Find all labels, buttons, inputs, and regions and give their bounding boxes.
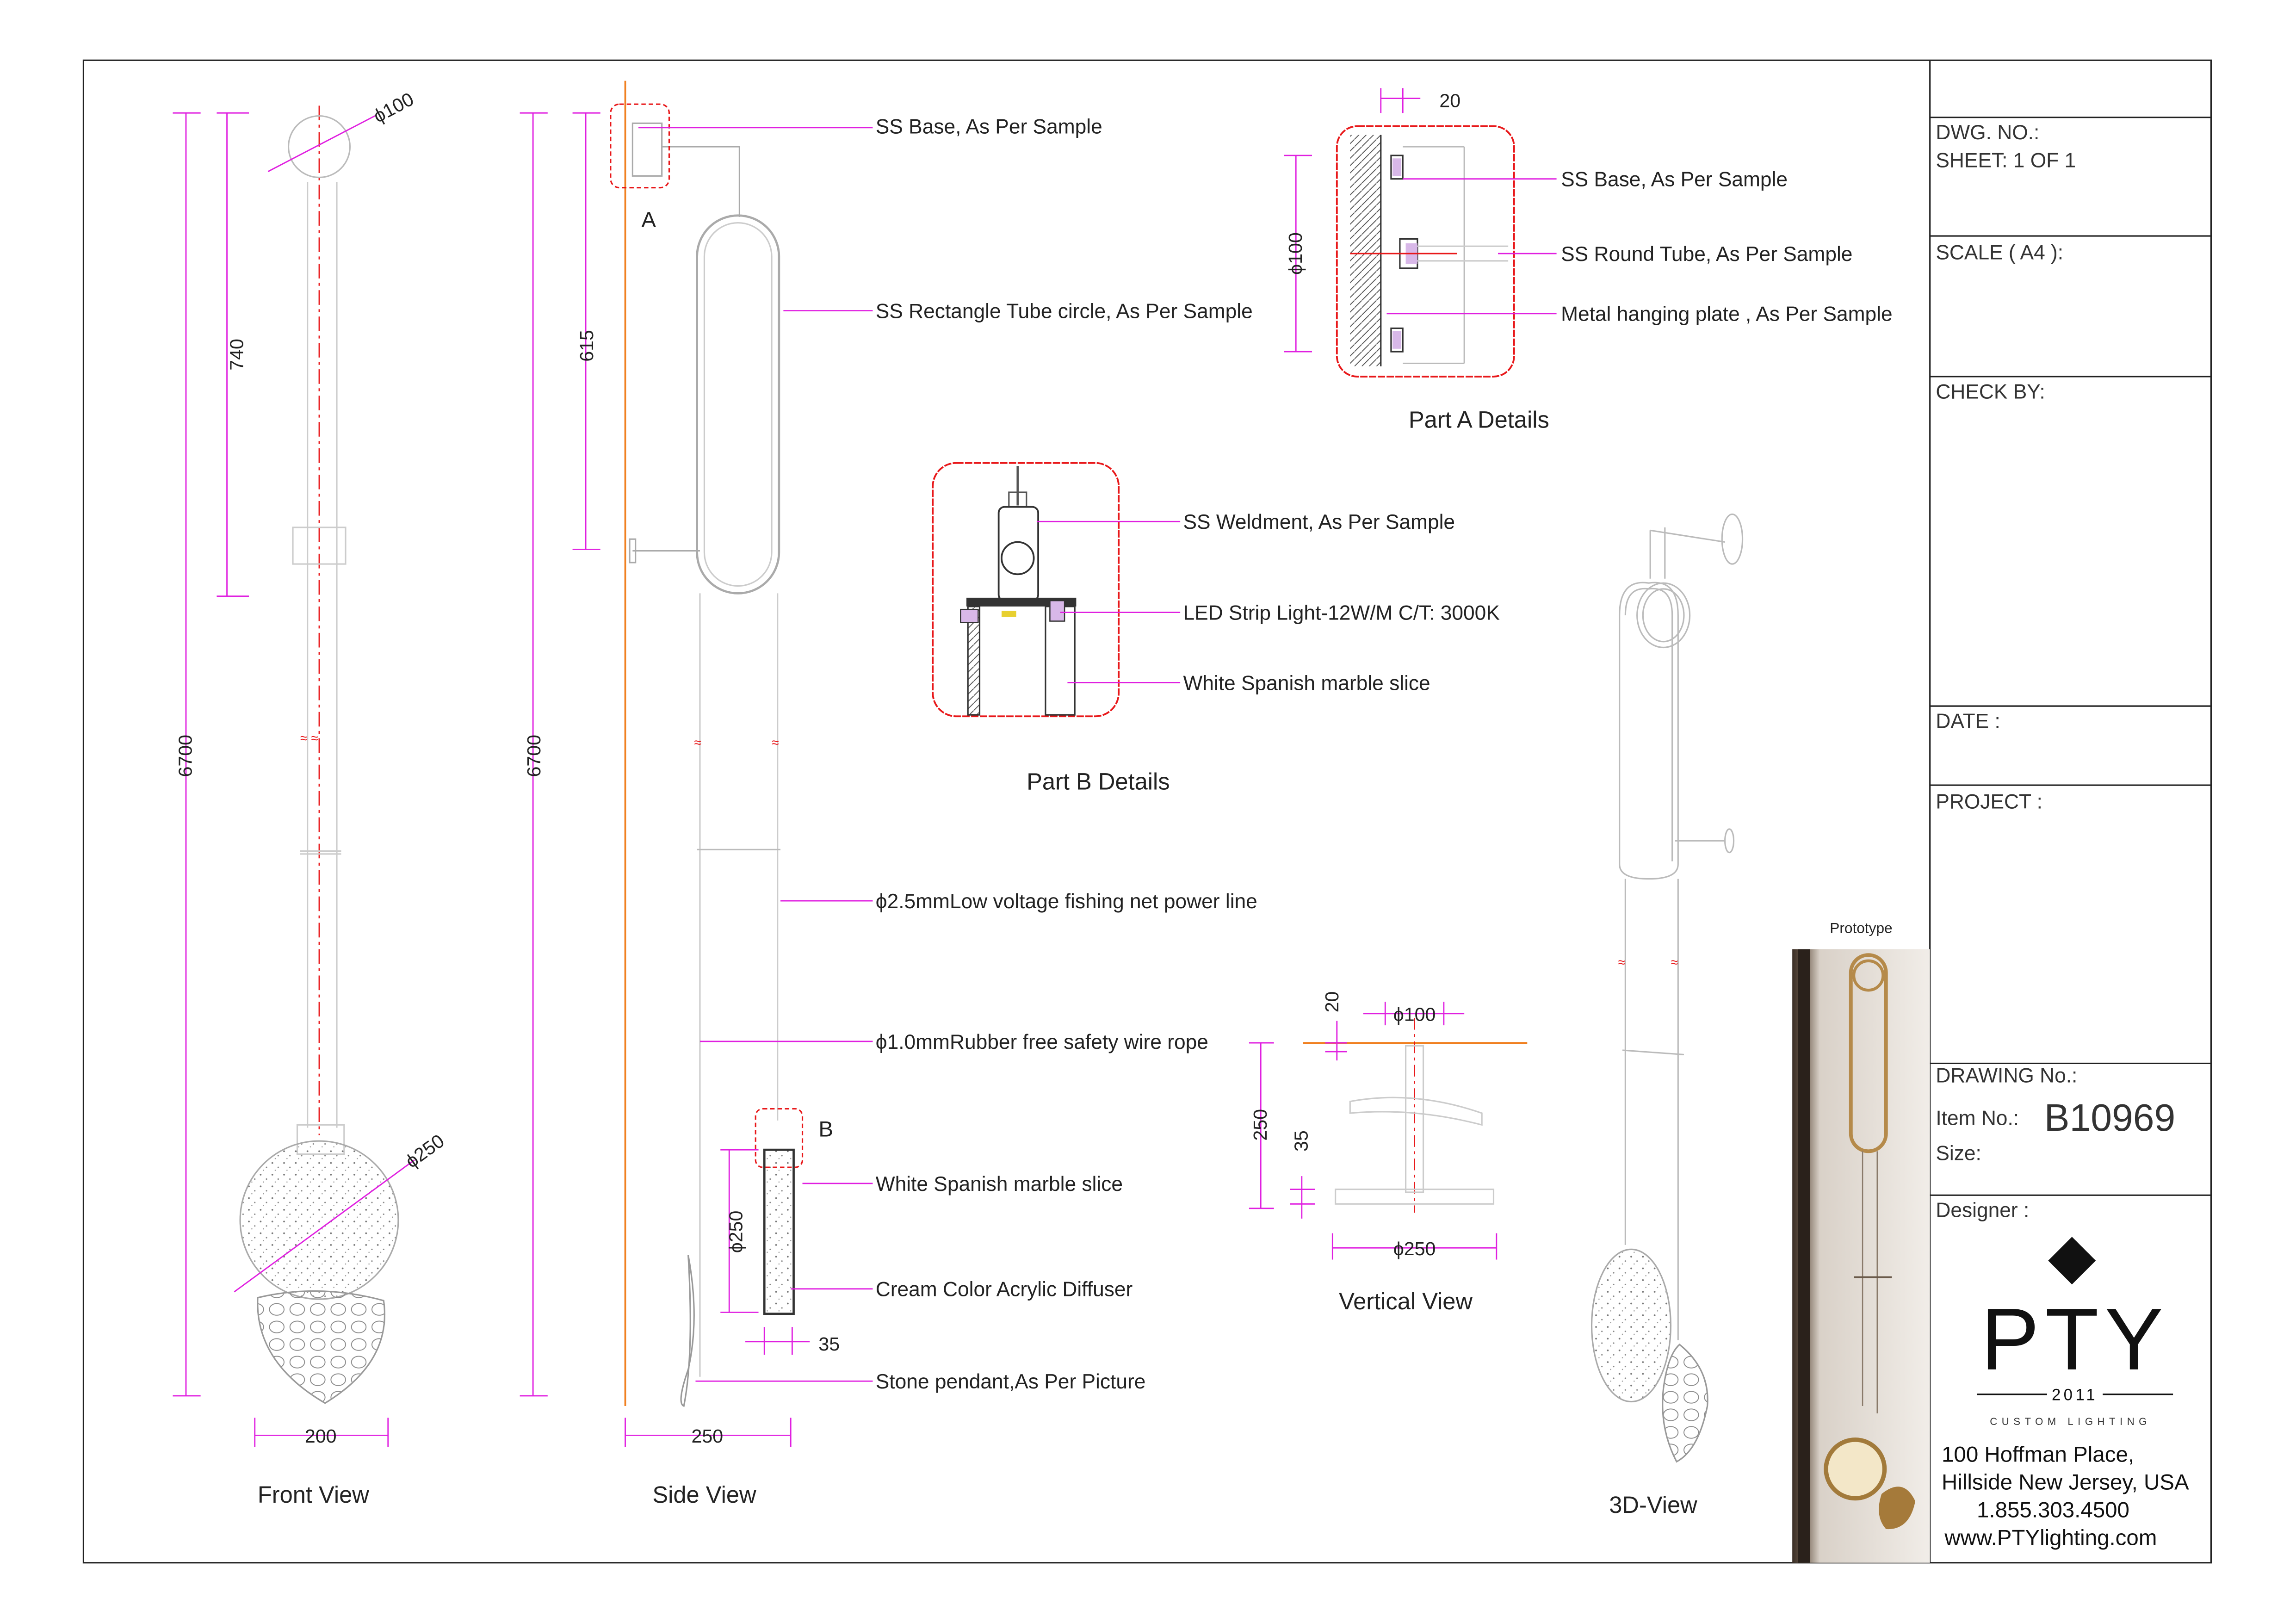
dim-side-dia-250: ϕ250 bbox=[725, 1211, 747, 1253]
svg-text:≈: ≈ bbox=[1671, 955, 1678, 970]
brand-phone: 1.855.303.4500 bbox=[1977, 1498, 2129, 1523]
tb-item-no-label: Item No.: bbox=[1936, 1107, 2019, 1129]
svg-text:≈: ≈ bbox=[772, 736, 779, 750]
dim-front-740: 740 bbox=[226, 339, 247, 371]
tb-dwg-no: DWG. NO.: bbox=[1936, 121, 2039, 144]
brand-year: 2011 bbox=[2052, 1386, 2098, 1404]
brand-address1: 100 Hoffman Place, bbox=[1942, 1442, 2134, 1467]
callout-partb-marble: White Spanish marble slice bbox=[1183, 672, 1430, 694]
part-b-label: Part B Details bbox=[1027, 768, 1170, 795]
callout-parta-plate: Metal hanging plate , As Per Sample bbox=[1561, 303, 1893, 326]
dim-vert-dia-250: ϕ250 bbox=[1393, 1238, 1436, 1259]
dim-side-6700: 6700 bbox=[523, 735, 545, 777]
dim-vert-250: 250 bbox=[1250, 1109, 1271, 1141]
front-view-label: Front View bbox=[258, 1481, 369, 1508]
callout-marble-slice: White Spanish marble slice bbox=[876, 1173, 1123, 1196]
side-marble-disc bbox=[763, 1148, 795, 1315]
part-a-cloud bbox=[1336, 125, 1515, 378]
side-stone-pendant bbox=[680, 1255, 695, 1407]
part-b-details: SS Weldment, As Per Sample LED Strip Lig… bbox=[932, 462, 1500, 795]
vertical-view-label: Vertical View bbox=[1339, 1288, 1473, 1314]
3d-stone-pendant bbox=[1662, 1344, 1708, 1463]
marker-b: B bbox=[818, 1117, 833, 1142]
dim-vert-20: 20 bbox=[1321, 991, 1343, 1013]
svg-text:≈ ≈: ≈ ≈ bbox=[300, 731, 318, 746]
title-block-grid bbox=[1930, 117, 2211, 1196]
prototype-photo: Prototype bbox=[1792, 920, 1930, 1563]
callout-ss-base: SS Base, As Per Sample bbox=[876, 116, 1102, 138]
dim-parta-dia-100: ϕ100 bbox=[1285, 232, 1306, 275]
dim-vert-35: 35 bbox=[1291, 1130, 1312, 1152]
tb-check-by: CHECK BY: bbox=[1936, 380, 2045, 403]
callout-ss-rect-tube: SS Rectangle Tube circle, As Per Sample bbox=[876, 300, 1253, 322]
sheet-border bbox=[82, 59, 2212, 1564]
brand-address2: Hillside New Jersey, USA bbox=[1942, 1470, 2189, 1494]
tb-item-no: B10969 bbox=[2044, 1097, 2176, 1139]
dim-side-35: 35 bbox=[818, 1333, 840, 1355]
brand-tagline: CUSTOM LIGHTING bbox=[1990, 1416, 2151, 1427]
svg-text:≈: ≈ bbox=[1618, 955, 1626, 970]
3d-marble-disc bbox=[1590, 1248, 1672, 1403]
svg-text:≈: ≈ bbox=[694, 736, 701, 750]
callout-acrylic: Cream Color Acrylic Diffuser bbox=[876, 1278, 1133, 1301]
pty-diamond-logo bbox=[2048, 1237, 2096, 1285]
side-callouts bbox=[638, 127, 873, 1382]
part-a-label: Part A Details bbox=[1409, 407, 1549, 433]
dim-front-dia-250: ϕ250 bbox=[402, 1130, 448, 1172]
dim-front-dia-base: ϕ100 bbox=[370, 88, 417, 127]
three-d-view-label: 3D-View bbox=[1609, 1492, 1697, 1518]
brand-block: PTY 2011 CUSTOM LIGHTING 100 Hoffman Pla… bbox=[1942, 1237, 2189, 1550]
brand-name: PTY bbox=[1980, 1290, 2169, 1388]
callout-power-line: ϕ2.5mmLow voltage fishing net power line bbox=[876, 890, 1257, 913]
marker-b-box bbox=[755, 1108, 804, 1168]
marker-a: A bbox=[641, 208, 656, 232]
callout-stone: Stone pendant,As Per Picture bbox=[876, 1370, 1146, 1393]
side-view-label: Side View bbox=[652, 1481, 756, 1508]
dim-vert-dia-100: ϕ100 bbox=[1393, 1004, 1436, 1025]
side-view: ≈ ≈ A B 615 6700 ϕ250 35 250 Side View bbox=[520, 81, 840, 1508]
front-stone-pendant bbox=[257, 1290, 386, 1404]
marker-a-box bbox=[610, 103, 670, 189]
vertical-view: 20 ϕ100 250 35 ϕ250 Vertical View bbox=[1249, 991, 1528, 1314]
part-a-details: 20 ϕ100 SS Base, As Per Sample SS Round … bbox=[1284, 88, 1893, 433]
callout-partb-weld: SS Weldment, As Per Sample bbox=[1183, 511, 1455, 533]
dim-side-250: 250 bbox=[691, 1425, 723, 1447]
tb-designer: Designer : bbox=[1936, 1199, 2029, 1222]
callout-parta-base: SS Base, As Per Sample bbox=[1561, 168, 1788, 191]
tb-size: Size: bbox=[1936, 1142, 1981, 1165]
tb-sheet: SHEET: 1 OF 1 bbox=[1936, 149, 2076, 172]
part-b-cloud bbox=[932, 462, 1120, 718]
brand-web: www.PTYlighting.com bbox=[1944, 1526, 2157, 1550]
tb-scale: SCALE ( A4 ): bbox=[1936, 242, 2063, 264]
front-marble-disc bbox=[239, 1140, 399, 1300]
front-view: ≈ ≈ ϕ100 740 6700 ϕ250 200 Front View bbox=[173, 88, 448, 1508]
dim-front-6700: 6700 bbox=[175, 735, 196, 777]
side-ring-tube bbox=[696, 214, 780, 595]
dim-front-200: 200 bbox=[305, 1425, 337, 1447]
tb-date: DATE : bbox=[1936, 710, 2000, 733]
dim-side-615: 615 bbox=[576, 330, 597, 362]
callout-wire-rope: ϕ1.0mmRubber free safety wire rope bbox=[876, 1031, 1208, 1053]
callout-partb-led: LED Strip Light-12W/M C/T: 3000K bbox=[1183, 601, 1500, 624]
dim-parta-20: 20 bbox=[1439, 90, 1461, 112]
three-d-view bbox=[1590, 513, 1744, 1463]
prototype-label: Prototype bbox=[1830, 920, 1892, 936]
callout-parta-tube: SS Round Tube, As Per Sample bbox=[1561, 243, 1852, 266]
tb-drawing-no: DRAWING No.: bbox=[1936, 1065, 2077, 1087]
tb-project: PROJECT : bbox=[1936, 791, 2042, 813]
